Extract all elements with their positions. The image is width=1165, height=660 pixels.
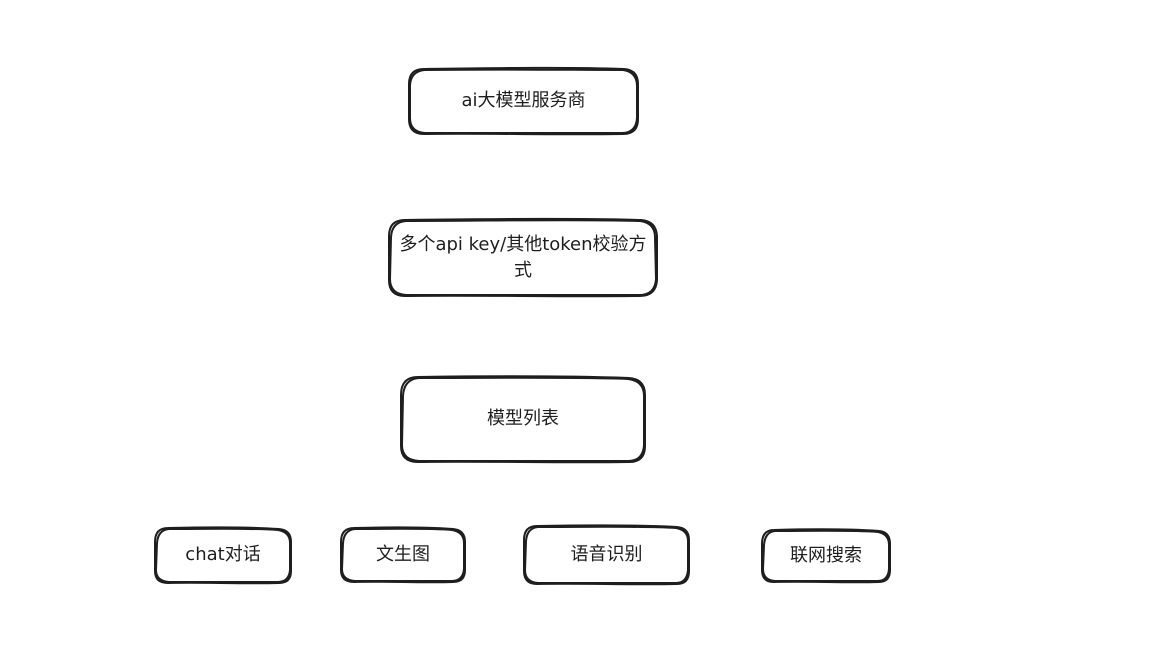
- node-provider-label: ai大模型服务商: [461, 90, 586, 112]
- node-speech[interactable]: 语音识别: [526, 528, 687, 582]
- node-web-search-label: 联网搜索: [790, 544, 862, 566]
- node-chat-label: chat对话: [185, 544, 261, 566]
- node-web-search[interactable]: 联网搜索: [764, 532, 888, 580]
- node-text-to-image-label: 文生图: [376, 543, 430, 565]
- node-model-list-label: 模型列表: [487, 408, 559, 430]
- node-auth[interactable]: 多个api key/其他token校验方式: [392, 222, 654, 294]
- node-text-to-image[interactable]: 文生图: [343, 530, 463, 580]
- node-provider[interactable]: ai大模型服务商: [410, 70, 637, 133]
- node-model-list[interactable]: 模型列表: [403, 379, 643, 460]
- node-chat[interactable]: chat对话: [157, 530, 289, 581]
- node-speech-label: 语音识别: [570, 543, 643, 565]
- node-auth-label: 多个api key/其他token校验方式: [399, 233, 647, 281]
